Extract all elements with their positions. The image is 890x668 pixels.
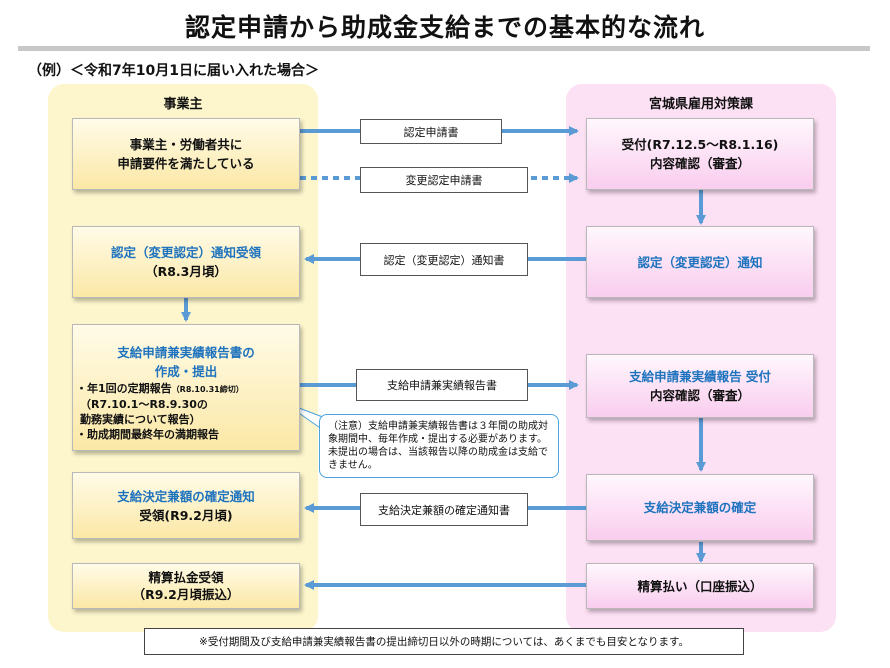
label-change-apply: 変更認定申請書: [360, 167, 528, 193]
label-cert-notice: 認定（変更認定）通知書: [360, 243, 528, 276]
box-requirements-line2: 申請要件を満たしている: [117, 156, 255, 171]
box-decision: 支給決定兼額の確定: [586, 474, 814, 541]
report-item-period2: 勤務実績について報告）: [80, 413, 201, 426]
box-payment-received: 精算払金受領 （R9.2月頃振込）: [72, 563, 300, 609]
title-underline: [18, 46, 870, 51]
label-report: 支給申請兼実績報告書: [356, 369, 528, 401]
report-item-annual: ・年1回の定期報告（R8.10.31締切）: [76, 382, 244, 395]
box-reception-line2: 内容確認（審査）: [649, 156, 750, 171]
report-item-period: （R7.10.1～R8.9.30の: [80, 398, 208, 411]
note-callout: （注意）支給申請兼実績報告書は３年間の助成対象期間中、毎年作成・提出する必要があ…: [319, 414, 559, 478]
box-report-submit: 支給申請兼実績報告書の 作成・提出 ・年1回の定期報告（R8.10.31締切） …: [72, 324, 300, 451]
report-item-final: ・助成期間最終年の満期報告: [76, 428, 219, 441]
label-decision-notice: 支給決定兼額の確定通知書: [360, 493, 528, 526]
example-caption: （例）＜令和7年10月1日に届い入れた場合＞: [28, 63, 319, 79]
box-report-submit-line1: 支給申請兼実績報告書の: [117, 345, 255, 360]
box-reception: 受付(R7.12.5～R8.1.16) 内容確認（審査）: [586, 118, 814, 190]
box-payment: 精算払い（口座振込）: [586, 563, 814, 609]
box-cert-received: 認定（変更認定）通知受領 （R8.3月頃）: [72, 226, 300, 298]
page-title: 認定申請から助成金支給までの基本的な流れ: [184, 13, 705, 42]
prefecture-lane-title: 宮城県雇用対策課: [648, 97, 753, 112]
box-reception-line1: 受付(R7.12.5～R8.1.16): [621, 137, 779, 152]
box-payment-text: 精算払い（口座振込）: [637, 578, 763, 594]
box-report-submit-line2: 作成・提出: [154, 364, 218, 379]
box-report-reception-line1: 支給申請兼実績報告 受付: [629, 369, 771, 384]
footer-note: ※受付期間及び支給申請兼実績報告書の提出締切日以外の時期については、あくまでも目…: [144, 628, 744, 655]
box-payment-received-line2: （R9.2月頃振込）: [132, 587, 240, 602]
box-cert-notice-text: 認定（変更認定）通知: [637, 254, 763, 270]
box-report-reception: 支給申請兼実績報告 受付 内容確認（審査）: [586, 354, 814, 418]
box-requirements: 事業主・労働者共に 申請要件を満たしている: [72, 118, 300, 190]
box-decision-received-line2: 受領(R9.2月頃): [139, 507, 233, 523]
box-requirements-line1: 事業主・労働者共に: [129, 137, 243, 152]
box-decision-text: 支給決定兼額の確定: [643, 500, 757, 515]
box-cert-received-line2: （R8.3月頃）: [145, 264, 227, 279]
box-cert-received-line1: 認定（変更認定）通知受領: [110, 245, 261, 260]
box-decision-received-line1: 支給決定兼額の確定通知: [117, 488, 255, 504]
report-deadline: （R8.10.31締切）: [171, 385, 244, 394]
box-cert-notice: 認定（変更認定）通知: [586, 226, 814, 298]
box-decision-received: 支給決定兼額の確定通知 受領(R9.2月頃): [72, 472, 300, 539]
label-apply: 認定申請書: [360, 119, 502, 144]
box-report-reception-line2: 内容確認（審査）: [649, 388, 750, 403]
box-payment-received-line1: 精算払金受領: [148, 570, 224, 585]
employer-lane-title: 事業主: [163, 97, 203, 112]
